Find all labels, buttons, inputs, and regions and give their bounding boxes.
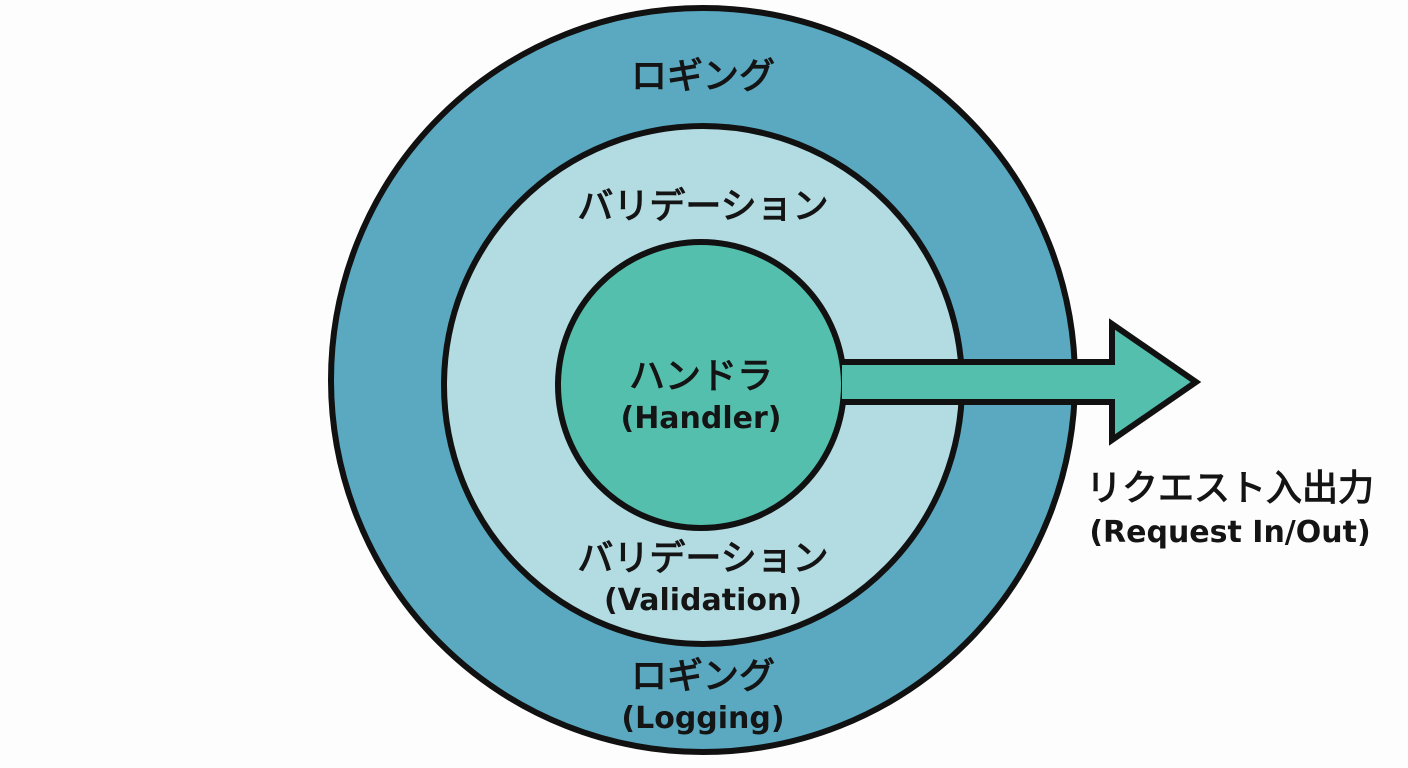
validation-bottom-sub: (Validation) (604, 583, 802, 618)
arrow-label: リクエスト入出力 (1086, 468, 1374, 509)
handler-label: ハンドラ (629, 356, 773, 397)
validation-top-label: バリデーション (577, 185, 828, 227)
handler-sub: (Handler) (620, 401, 781, 436)
arrow-sub: (Request In/Out) (1089, 515, 1370, 550)
logging-bottom-label: ロギング (631, 656, 775, 697)
request-arrow (842, 318, 1202, 446)
validation-bottom-label: バリデーション (577, 537, 828, 579)
logging-top-label: ロギング (631, 56, 775, 97)
logging-bottom-sub: (Logging) (621, 701, 784, 736)
